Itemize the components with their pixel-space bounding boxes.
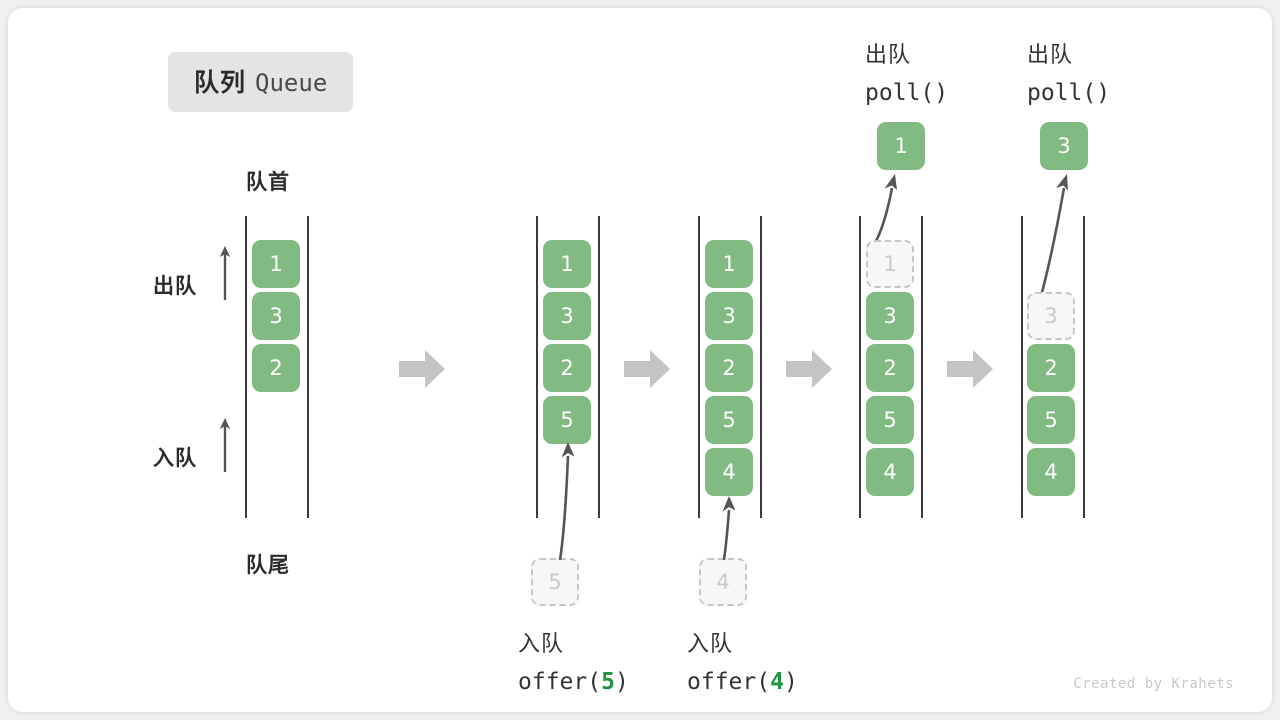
queue-cell: 2: [543, 344, 591, 392]
queue-cell: 2: [1027, 344, 1075, 392]
incoming-ghost-cell-5: 5: [531, 558, 579, 606]
dequeue-motion-arrow-2: [1038, 174, 1068, 301]
code-number: 4: [770, 669, 784, 695]
queue-cell: 3: [705, 292, 753, 340]
header-code-poll-3: poll(): [1027, 80, 1111, 106]
footer-label-offer-5: 入队 offer(5): [518, 625, 629, 701]
queue-rail-left: [1021, 216, 1023, 518]
credit-text: Created by Krahets: [1073, 676, 1234, 692]
code-number: 5: [601, 669, 615, 695]
queue-rail-left: [698, 216, 700, 518]
footer-code-offer-5: offer(5): [518, 663, 629, 701]
queue-cell: 5: [705, 396, 753, 444]
footer-label-offer-4: 入队 offer(4): [687, 625, 798, 701]
header-label-poll-1: 出队 poll(): [865, 36, 948, 112]
step-arrow-icon-3: [786, 350, 832, 388]
queue-rail-right: [598, 216, 600, 518]
queue-cell: 5: [1027, 396, 1075, 444]
queue-cell: 2: [866, 344, 914, 392]
footer-cn-offer-4: 入队: [687, 631, 734, 656]
enqueue-motion-arrow-1: [558, 442, 575, 561]
queue-cell: 3: [252, 292, 300, 340]
step-arrow-icon-1: [399, 350, 445, 388]
title-english: Queue: [255, 69, 328, 97]
footer-code-offer-4: offer(4): [687, 663, 798, 701]
queue-cell: 3: [543, 292, 591, 340]
dequeue-motion-arrow-1: [870, 174, 897, 249]
code-suffix: ): [783, 669, 798, 695]
enqueue-motion-arrow-2: [722, 496, 736, 561]
queue-cell: 3: [866, 292, 914, 340]
incoming-ghost-cell-4: 4: [699, 558, 747, 606]
label-queue-front: 队首: [246, 171, 290, 194]
title-chinese: 队列: [194, 69, 247, 97]
header-code-poll-1: poll(): [865, 80, 949, 106]
queue-cell-ghost: 1: [866, 240, 914, 288]
step-arrow-icon-4: [947, 350, 993, 388]
step-arrow-icon-2: [624, 350, 670, 388]
header-cn-poll-3: 出队: [1027, 42, 1074, 67]
label-dequeue-direction: 出队: [153, 275, 197, 298]
code-prefix: offer(: [518, 669, 602, 695]
queue-rail-left: [245, 216, 247, 518]
popped-cell-3: 3: [1040, 122, 1088, 170]
queue-rail-right: [307, 216, 309, 518]
dequeue-up-arrow-icon: [219, 246, 231, 300]
queue-cell-ghost: 3: [1027, 292, 1075, 340]
label-enqueue-direction: 入队: [153, 447, 197, 470]
enqueue-up-arrow-icon: [219, 418, 231, 472]
header-cn-poll-1: 出队: [865, 42, 912, 67]
queue-cell: 2: [705, 344, 753, 392]
label-queue-rear: 队尾: [246, 554, 290, 577]
code-prefix: offer(: [687, 669, 771, 695]
queue-rail-right: [1083, 216, 1085, 518]
popped-cell-1: 1: [877, 122, 925, 170]
queue-cell: 1: [252, 240, 300, 288]
queue-cell: 4: [705, 448, 753, 496]
queue-rail-left: [536, 216, 538, 518]
queue-cell: 1: [705, 240, 753, 288]
queue-cell: 4: [1027, 448, 1075, 496]
code-suffix: ): [614, 669, 629, 695]
queue-cell: 2: [252, 344, 300, 392]
footer-cn-offer-5: 入队: [518, 631, 565, 656]
title-badge: 队列 Queue: [168, 52, 354, 112]
queue-rail-right: [921, 216, 923, 518]
header-label-poll-3: 出队 poll(): [1027, 36, 1110, 112]
queue-rail-right: [760, 216, 762, 518]
queue-cell: 5: [543, 396, 591, 444]
queue-cell: 1: [543, 240, 591, 288]
queue-cell: 4: [866, 448, 914, 496]
queue-rail-left: [859, 216, 861, 518]
queue-cell: 5: [866, 396, 914, 444]
